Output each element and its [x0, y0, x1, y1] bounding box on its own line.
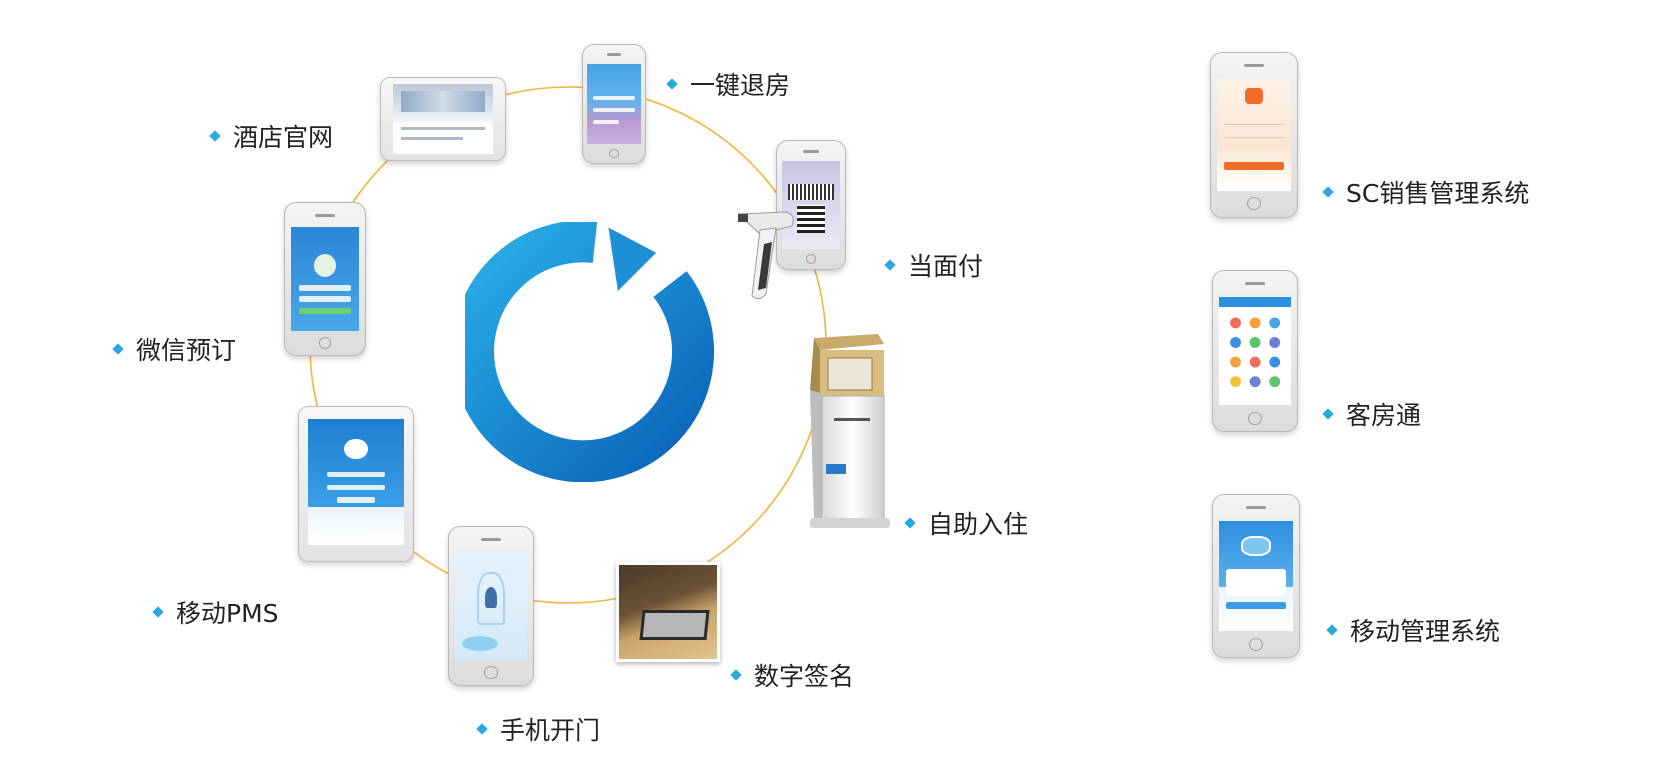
label-selfcheckin: 自助入住 [904, 505, 1029, 541]
diamond-bullet-icon [152, 606, 164, 618]
label-door-text: 手机开门 [500, 716, 601, 745]
label-pms-text: 移动PMS [176, 599, 279, 628]
label-pay-text: 当面付 [908, 252, 984, 281]
label-mobile-mgmt: 移动管理系统 [1326, 612, 1501, 648]
diamond-bullet-icon [1326, 624, 1338, 636]
label-checkout: 一键退房 [666, 66, 791, 102]
label-website: 酒店官网 [209, 118, 334, 154]
label-sc-sales-text: SC销售管理系统 [1346, 179, 1530, 208]
label-wechat: 微信预订 [112, 331, 237, 367]
circular-arrow-icon [465, 222, 714, 482]
diamond-bullet-icon [904, 517, 916, 529]
self-checkin-kiosk-image [810, 334, 890, 528]
diamond-bullet-icon [476, 723, 488, 735]
sc-sales-phone-image [1210, 52, 1298, 218]
label-pay: 当面付 [884, 247, 984, 283]
label-website-text: 酒店官网 [233, 123, 334, 152]
label-selfcheckin-text: 自助入住 [928, 510, 1029, 539]
mobile-mgmt-phone-image [1212, 494, 1300, 658]
checkout-phone-image [582, 44, 646, 164]
label-signature-text: 数字签名 [754, 662, 855, 691]
signature-photo-image [616, 562, 720, 662]
diamond-bullet-icon [730, 669, 742, 681]
label-room-text: 客房通 [1346, 401, 1422, 430]
label-pms: 移动PMS [152, 594, 279, 630]
diamond-bullet-icon [1322, 186, 1334, 198]
door-phone-image [448, 526, 534, 686]
diamond-bullet-icon [884, 259, 896, 271]
label-signature: 数字签名 [730, 657, 855, 693]
room-phone-image [1212, 270, 1298, 432]
diamond-bullet-icon [666, 78, 678, 90]
diamond-bullet-icon [112, 343, 124, 355]
wechat-phone-image [284, 202, 366, 356]
diamond-bullet-icon [1322, 408, 1334, 420]
label-mobile-mgmt-text: 移动管理系统 [1350, 617, 1501, 646]
label-sc-sales: SC销售管理系统 [1322, 174, 1530, 210]
label-room: 客房通 [1322, 396, 1422, 432]
label-door: 手机开门 [476, 711, 601, 747]
label-checkout-text: 一键退房 [690, 71, 791, 100]
diamond-bullet-icon [209, 130, 221, 142]
pay-phone-image [776, 140, 846, 270]
label-wechat-text: 微信预订 [136, 336, 237, 365]
website-tablet-image [380, 77, 506, 161]
pms-tablet-image [298, 406, 414, 562]
barcode-scanner-icon [736, 211, 794, 300]
